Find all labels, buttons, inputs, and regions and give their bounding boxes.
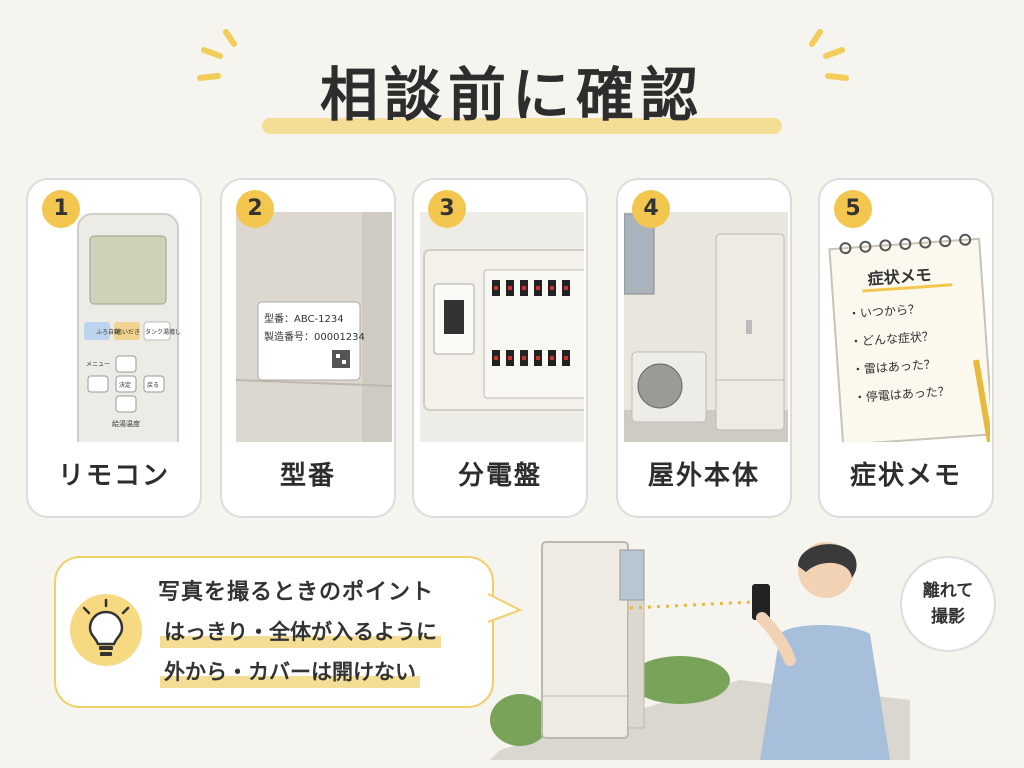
svg-text:決定: 決定	[119, 381, 131, 389]
title-highlight	[262, 118, 782, 134]
svg-text:症状メモ: 症状メモ	[867, 265, 932, 288]
card-label: 分電盤	[457, 461, 542, 491]
remote-control-icon: ふろ自動 追いだき タンク湯増し メニュー 決定 戻る 給湯温度	[77, 213, 181, 442]
svg-text:・どんな症状？: ・どんな症状？	[849, 328, 934, 349]
svg-text:メニュー: メニュー	[86, 361, 110, 368]
title-area: 相談前に確認	[0, 40, 1024, 140]
card-number: 1	[42, 190, 80, 228]
card-model-number[interactable]: 2 型番：ABC-1234 製造番号：00001234 型番	[220, 178, 396, 518]
memo-pad-icon: 症状メモ ・いつから？ ・どんな症状？ ・雷はあった？ ・停電はあった？	[828, 233, 990, 442]
tip-title: 写真を撮るときのポイント	[158, 580, 435, 605]
badge-line: 離れて	[922, 581, 974, 601]
svg-text:・いつから？: ・いつから？	[848, 302, 921, 321]
card-number: 2	[236, 190, 274, 228]
card-number: 4	[632, 190, 670, 228]
svg-text:戻る: 戻る	[147, 381, 159, 389]
svg-text:給湯温度: 給湯温度	[112, 419, 140, 428]
photo-scene-illustration	[490, 541, 910, 760]
badge-line: 撮影	[931, 607, 965, 627]
shoot-from-distance-badge: 離れて 撮影	[900, 556, 996, 652]
card-outdoor-unit[interactable]: 4 屋外本体	[616, 178, 792, 518]
svg-text:・停電はあった？: ・停電はあった？	[853, 383, 950, 405]
svg-text:タンク湯増し: タンク湯増し	[145, 328, 181, 336]
sparkle-left-icon	[197, 29, 237, 81]
outdoor-unit-icon	[624, 212, 788, 442]
card-breaker-panel[interactable]: 3 分電盤	[412, 178, 588, 518]
tip-line: 外から・カバーは開けない	[160, 656, 420, 688]
card-symptom-memo[interactable]: 5 症状メモ ・いつから？ ・どんな症状？ ・雷はあった？ ・停電はあった？ 症…	[818, 178, 994, 518]
svg-text:型番：ABC-1234: 型番：ABC-1234	[264, 312, 344, 325]
card-label: 屋外本体	[647, 461, 760, 491]
card-number: 3	[428, 190, 466, 228]
svg-text:・雷はあった？: ・雷はあった？	[851, 357, 936, 377]
card-remote[interactable]: 1 ふろ自動 追いだき タンク湯増し メニュー 決定 戻る 給湯温度 リモコン	[26, 178, 202, 518]
card-number: 5	[834, 190, 872, 228]
sparkle-right-icon	[809, 29, 849, 81]
lightbulb-icon	[70, 594, 142, 666]
breaker-panel-icon	[420, 212, 584, 442]
card-label: 症状メモ	[849, 461, 962, 491]
svg-text:ふろ自動: ふろ自動	[96, 328, 120, 336]
card-label: 型番	[279, 461, 336, 491]
tip-line: はっきり・全体が入るように	[160, 616, 441, 648]
svg-text:製造番号：00001234: 製造番号：00001234	[264, 330, 365, 343]
model-plate-icon: 型番：ABC-1234 製造番号：00001234	[235, 212, 392, 442]
bubble-tail	[486, 593, 523, 623]
card-label: リモコン	[57, 461, 170, 491]
svg-text:追いだき: 追いだき	[116, 328, 140, 336]
page-title: 相談前に確認	[319, 61, 704, 129]
